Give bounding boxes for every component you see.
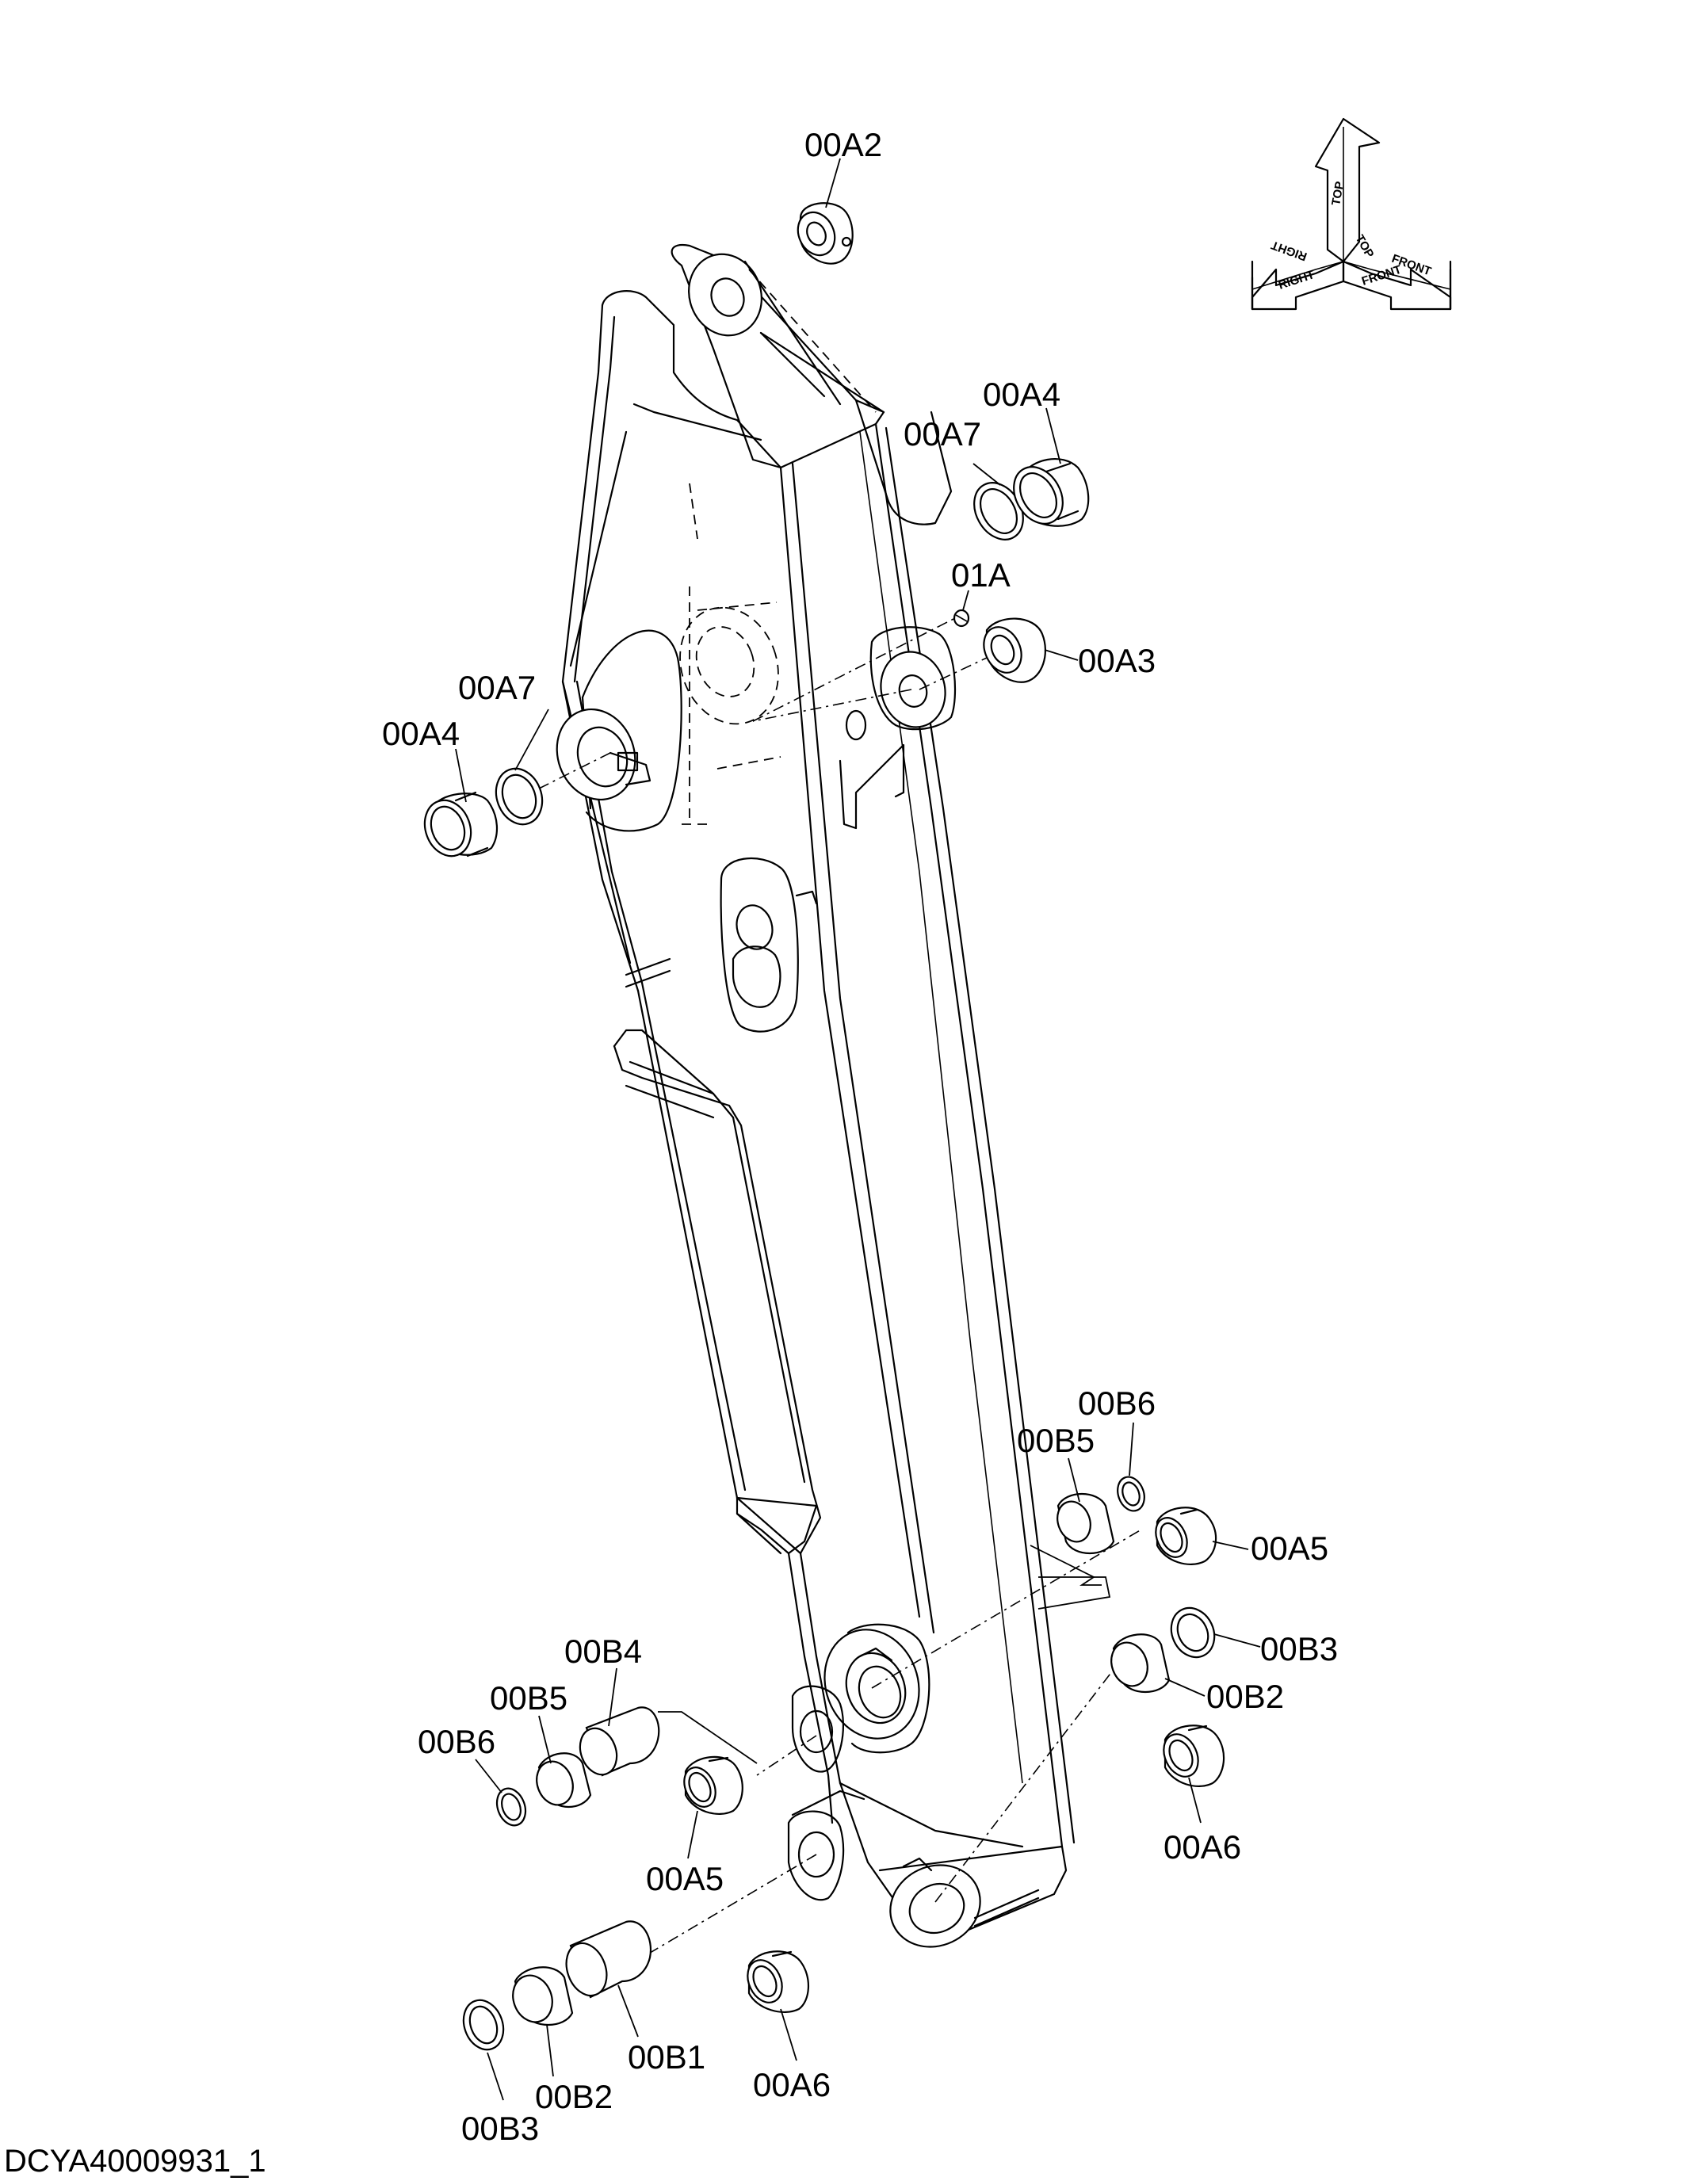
label-00a4-left: 00A4 — [382, 715, 460, 752]
orientation-right-label-b: RIGHT — [1277, 268, 1316, 292]
orientation-right-label-a: RIGHT — [1270, 238, 1309, 263]
part-00a4-top — [1013, 458, 1090, 527]
part-00b2-left — [512, 1966, 574, 2026]
label-00b6-left: 00B6 — [418, 1723, 495, 1760]
part-00a2 — [797, 202, 854, 265]
top-arrow-icon — [1314, 117, 1381, 263]
arm-structure — [556, 243, 1076, 1948]
part-00b5-right — [1057, 1492, 1115, 1555]
connectors — [658, 1545, 1111, 1764]
callout-labels: 00A2 00A4 00A7 01A 00A3 00A7 00A4 00B6 0… — [382, 126, 1338, 2147]
label-00a4-top: 00A4 — [983, 376, 1060, 413]
part-00b6-right — [1117, 1476, 1145, 1512]
part-00b3-right — [1170, 1606, 1216, 1659]
label-00b5-left: 00B5 — [490, 1679, 567, 1717]
part-00b5-left — [536, 1752, 592, 1808]
label-00b5-right: 00B5 — [1017, 1422, 1095, 1459]
label-00b3-right: 00B3 — [1260, 1630, 1338, 1667]
label-00b1-left: 00B1 — [628, 2038, 705, 2076]
part-00a5-left — [683, 1755, 743, 1815]
label-01a: 01A — [951, 556, 1011, 594]
orientation-front-label-b: FRONT — [1360, 263, 1403, 288]
part-00b4-left — [579, 1706, 660, 1777]
part-01a — [953, 609, 970, 628]
part-00b1-left — [565, 1920, 652, 1999]
part-00b2-right — [1110, 1633, 1171, 1694]
label-00b6-right: 00B6 — [1078, 1385, 1156, 1422]
axis-lines — [538, 617, 1142, 1958]
label-00a5-left: 00A5 — [646, 1860, 724, 1897]
part-00b3-left — [462, 1999, 505, 2051]
parts — [423, 202, 1225, 2051]
label-00a7-left: 00A7 — [458, 669, 536, 706]
part-00a7-left — [495, 767, 544, 826]
label-00a6-left: 00A6 — [753, 2066, 831, 2103]
label-00b2-left: 00B2 — [535, 2078, 613, 2115]
orientation-indicator: TOP RIGHT RIGHT TOP FRONT FRONT — [1251, 117, 1452, 311]
part-00a6-right — [1163, 1725, 1225, 1787]
part-00a5-right — [1155, 1507, 1217, 1565]
label-00a5-right: 00A5 — [1251, 1530, 1328, 1567]
label-00a3: 00A3 — [1078, 642, 1156, 679]
leader-lines — [455, 158, 1261, 2101]
drawing-reference: DCYA40009931_1 — [4, 2144, 266, 2179]
label-00b4-left: 00B4 — [564, 1633, 642, 1670]
part-00a3 — [983, 617, 1046, 683]
label-00b3-left: 00B3 — [461, 2110, 539, 2147]
part-00a6-left — [747, 1950, 810, 2013]
label-00a2: 00A2 — [804, 126, 882, 163]
orientation-top-label: TOP — [1329, 181, 1347, 207]
part-00a4-left — [423, 791, 499, 858]
label-00b2-right: 00B2 — [1206, 1678, 1284, 1715]
label-00a6-right: 00A6 — [1164, 1828, 1241, 1866]
label-00a7-top: 00A7 — [904, 415, 981, 453]
part-00b6-left — [495, 1787, 527, 1827]
